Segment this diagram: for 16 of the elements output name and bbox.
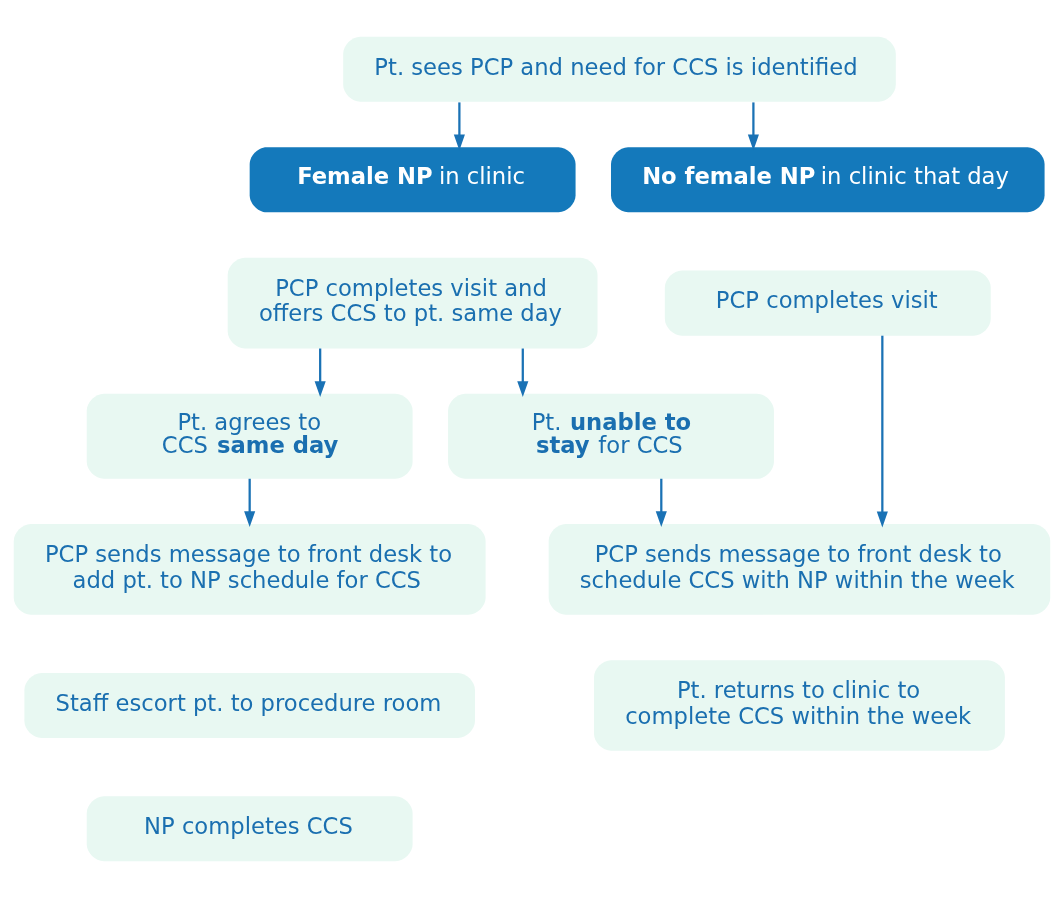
node-box: Pt. agrees to CCS same day [86,393,413,479]
arrow [517,348,529,397]
node-box: Female NP in clinic [249,146,576,212]
arrow [655,478,667,527]
node-box: PCP completes visit and offers CCS to pt. same day [227,257,598,348]
node-box: No female NP in clinic that day [611,146,1045,212]
node-box: Pt. unable to stay for CCS [448,393,774,479]
arrow [747,101,759,150]
arrow [453,101,465,150]
node-box: Pt. sees PCP and need for CCS is identified [343,36,896,102]
arrow [244,478,256,527]
node-box: PCP completes visit [664,269,991,336]
arrow [314,348,326,397]
node-box: PCP sends message to front desk to schedule CCS with NP within the week [548,523,1051,615]
arrow [876,335,888,527]
node-box: PCP sends message to front desk to add pt. to NP schedule for CCS [13,523,486,615]
